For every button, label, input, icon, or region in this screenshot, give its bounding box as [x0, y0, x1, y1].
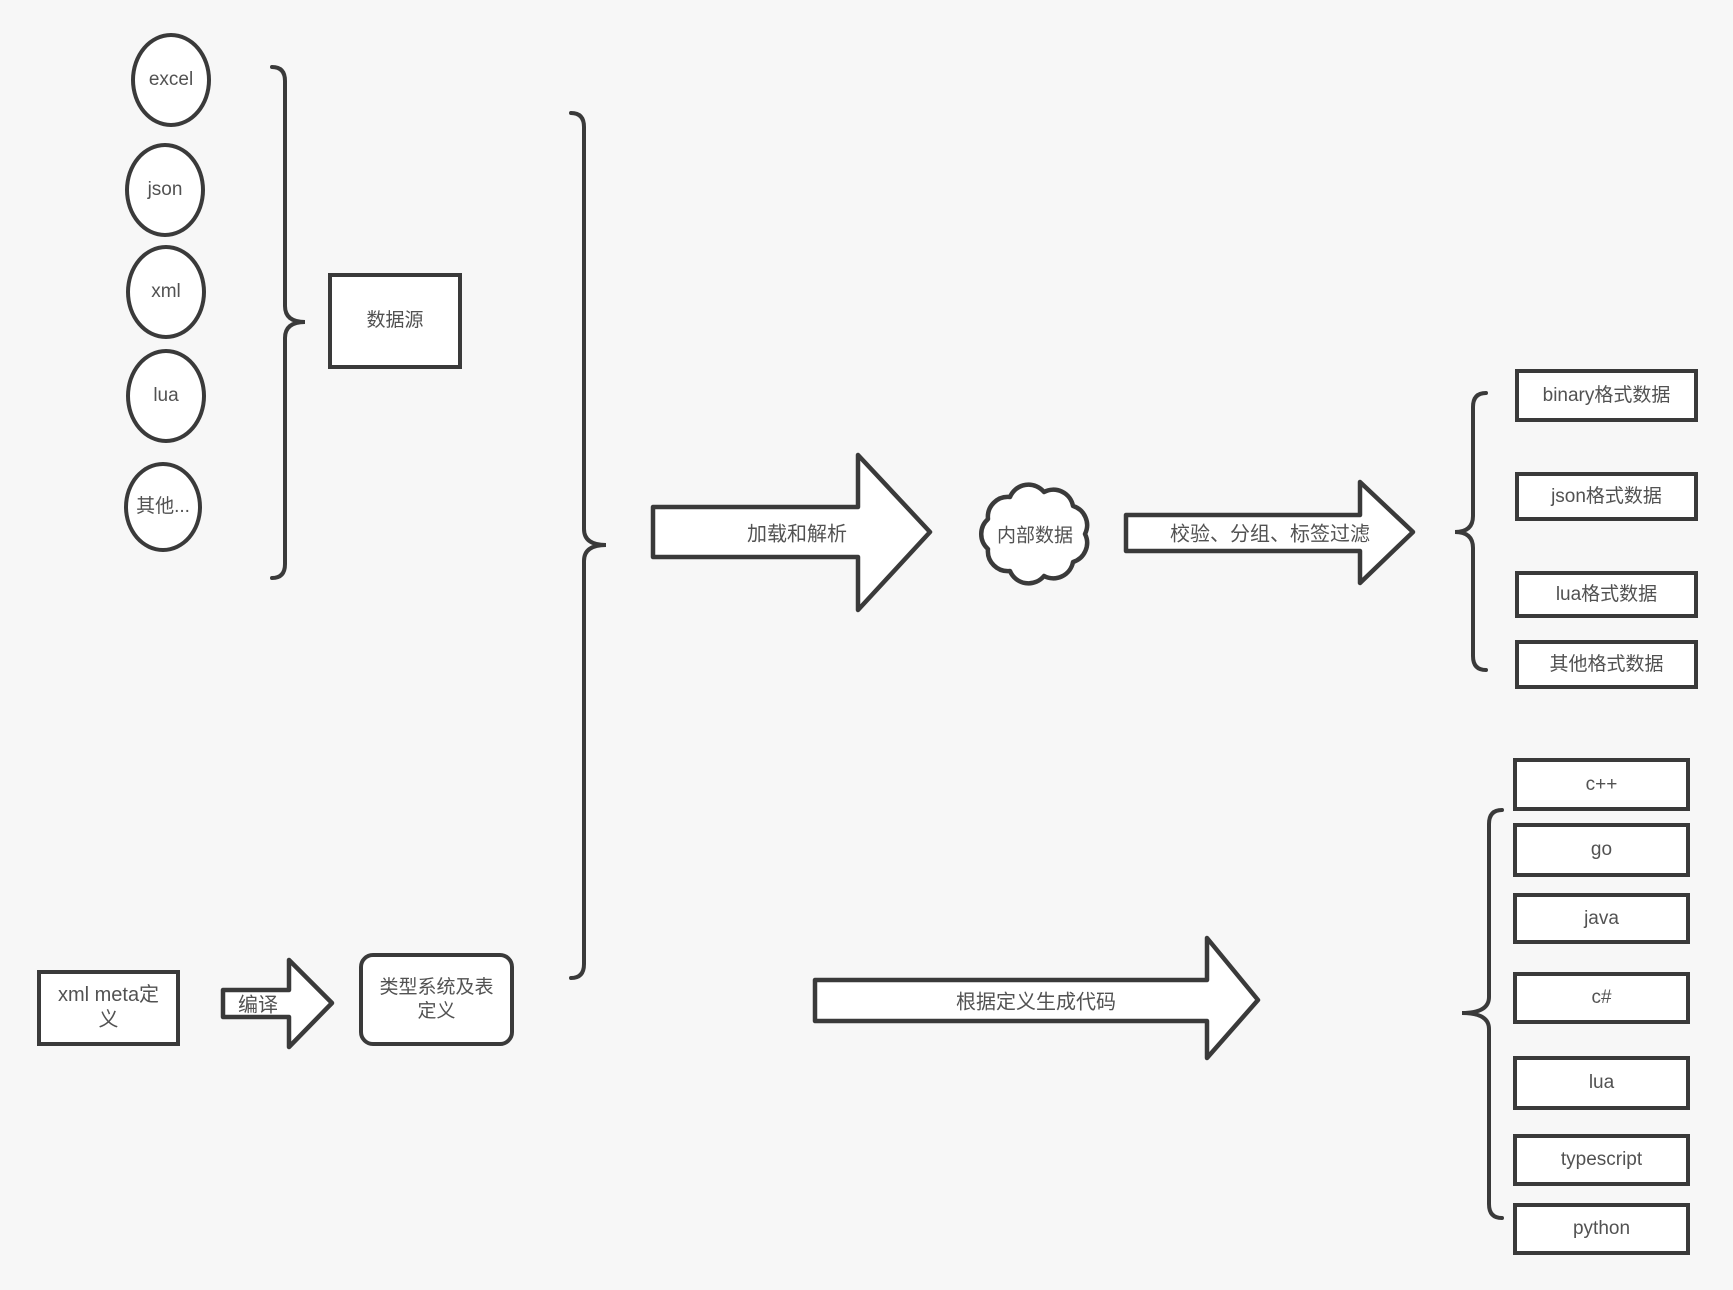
source-ellipse-excel: excel	[131, 33, 211, 127]
sources-brace	[270, 65, 306, 580]
source-ellipse-others: 其他...	[124, 462, 202, 552]
compile-label: 编译	[238, 994, 278, 1017]
compile-arrow	[220, 957, 335, 1050]
language-box-python: python	[1513, 1203, 1690, 1255]
formats-brace	[1454, 391, 1488, 672]
format-box-binary: binary格式数据	[1515, 369, 1698, 422]
format-box-other: 其他格式数据	[1515, 640, 1698, 689]
source-ellipse-json: json	[125, 143, 205, 237]
language-box-csharp: c#	[1513, 972, 1690, 1024]
load-parse-arrow	[650, 452, 933, 613]
languages-brace	[1461, 808, 1504, 1220]
language-box-lua: lua	[1513, 1056, 1690, 1110]
validate-label: 校验、分组、标签过滤	[1170, 523, 1370, 546]
format-box-lua: lua格式数据	[1515, 571, 1698, 618]
language-box-cpp: c++	[1513, 758, 1690, 811]
internal-data-label: 内部数据	[996, 525, 1074, 547]
validate-arrow	[1123, 479, 1416, 586]
codegen-arrow	[812, 935, 1261, 1061]
language-box-go: go	[1513, 823, 1690, 877]
data-source-box: 数据源	[328, 273, 462, 369]
main-brace	[569, 111, 607, 980]
source-ellipse-lua: lua	[126, 349, 206, 443]
type-system-box: 类型系统及表定义	[359, 953, 514, 1046]
language-box-java: java	[1513, 893, 1690, 944]
source-ellipse-xml: xml	[126, 245, 206, 339]
codegen-label: 根据定义生成代码	[956, 991, 1116, 1014]
format-box-json: json格式数据	[1515, 472, 1698, 521]
xml-meta-box: xml meta定义	[37, 970, 180, 1046]
load-parse-label: 加载和解析	[747, 523, 847, 546]
internal-data-cloud	[978, 482, 1090, 586]
language-box-typescript: typescript	[1513, 1134, 1690, 1186]
